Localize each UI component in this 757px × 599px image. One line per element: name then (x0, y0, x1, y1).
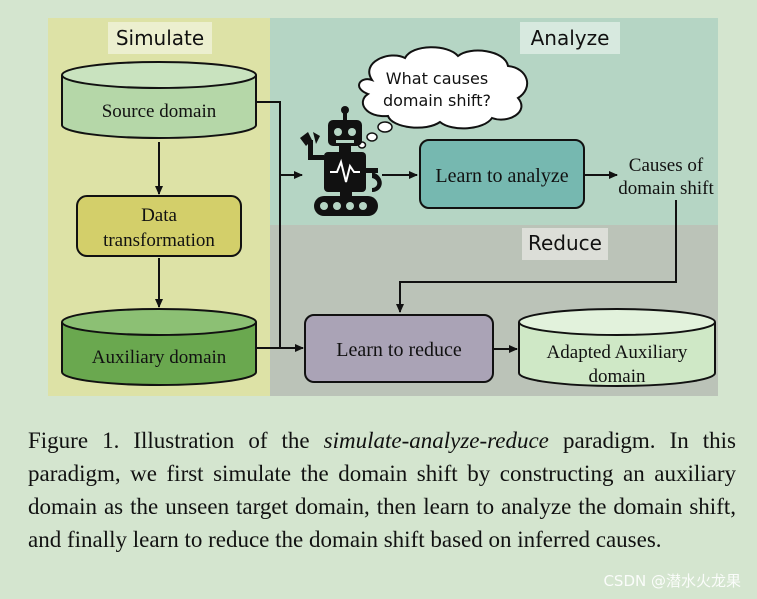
learn-to-analyze-label: Learn to analyze (435, 165, 568, 187)
learn-to-reduce-label: Learn to reduce (336, 339, 462, 361)
learn-to-reduce-box: Learn to reduce (304, 314, 494, 383)
arrow-source-to-robot (256, 101, 303, 179)
auxiliary-domain-cylinder: Auxiliary domain (61, 308, 257, 386)
data-transformation-box: Data transformation (76, 195, 242, 257)
adapted-line1: Adapted Auxiliary (547, 342, 688, 363)
caption-suffix: paradigm. In this paradigm, we first sim… (28, 428, 736, 552)
source-domain-label: Source domain (102, 101, 217, 122)
arrow-causes-to-reduce (396, 200, 677, 313)
analyze-label-box (520, 22, 620, 54)
figure-caption: Figure 1. Illustration of the simulate-a… (28, 424, 736, 556)
reduce-label: Reduce (528, 231, 602, 255)
paradigm-diagram: Simulate Analyze Reduce Source domain Da… (48, 18, 718, 396)
causes-line2: domain shift (618, 178, 714, 199)
analyze-label: Analyze (531, 26, 610, 50)
data-transformation-line1: Data (141, 205, 177, 226)
simulate-label-box (108, 22, 212, 54)
thought-line2: domain shift? (383, 91, 491, 110)
adapted-line2: domain (589, 366, 646, 387)
learn-to-analyze-box: Learn to analyze (419, 139, 585, 209)
caption-prefix: Figure 1. Illustration of the (28, 428, 324, 453)
csdn-watermark: CSDN @潜水火龙果 (603, 572, 741, 590)
data-transformation-line2: transformation (103, 230, 215, 251)
source-domain-cylinder: Source domain (61, 61, 257, 139)
thought-line1: What causes (386, 69, 488, 88)
reduce-label-box (522, 228, 608, 260)
thought-bubble: What causes domain shift? (357, 46, 529, 149)
robot-icon (300, 106, 382, 216)
caption-italic: simulate-analyze-reduce (323, 428, 549, 453)
auxiliary-domain-label: Auxiliary domain (92, 347, 227, 368)
adapted-auxiliary-domain-cylinder: Adapted Auxiliary domain (518, 308, 716, 387)
causes-line1: Causes of (629, 155, 704, 176)
simulate-label: Simulate (116, 26, 204, 50)
